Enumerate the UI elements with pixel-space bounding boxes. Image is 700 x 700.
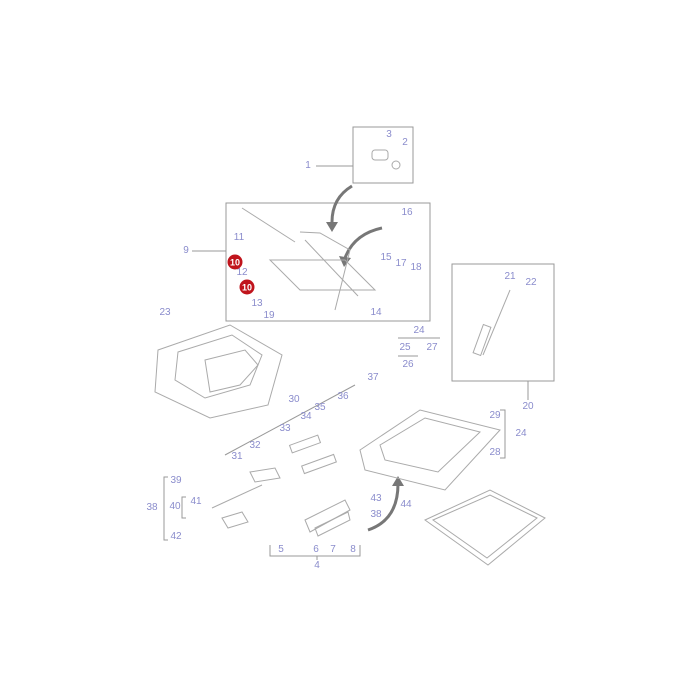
part-label-8[interactable]: 8 — [350, 544, 356, 555]
part-label-23[interactable]: 23 — [159, 307, 171, 318]
part-label-14[interactable]: 14 — [370, 307, 382, 318]
part-label-31[interactable]: 31 — [231, 451, 243, 462]
part-label-42[interactable]: 42 — [170, 531, 182, 542]
part-label-25[interactable]: 25 — [399, 342, 411, 353]
part-label-40[interactable]: 40 — [169, 501, 181, 512]
part-label-3[interactable]: 3 — [386, 129, 392, 140]
part-label-13[interactable]: 13 — [251, 298, 263, 309]
part-label-11[interactable]: 11 — [233, 232, 245, 243]
part-label-44[interactable]: 44 — [400, 499, 412, 510]
part-label-18[interactable]: 18 — [410, 262, 422, 273]
part-label-29[interactable]: 29 — [489, 410, 501, 421]
part-label-12[interactable]: 12 — [236, 267, 248, 278]
part-label-1[interactable]: 1 — [305, 160, 311, 171]
part-label-15[interactable]: 15 — [380, 252, 392, 263]
box-part-20 — [451, 263, 555, 382]
part-label-2[interactable]: 2 — [402, 137, 408, 148]
part-label-6[interactable]: 6 — [313, 544, 319, 555]
part-label-35[interactable]: 35 — [314, 402, 326, 413]
part-label-9[interactable]: 9 — [183, 245, 189, 256]
part-label-22[interactable]: 22 — [525, 277, 537, 288]
part-label-39[interactable]: 39 — [170, 475, 182, 486]
part-label-38[interactable]: 38 — [146, 502, 158, 513]
part-label-26[interactable]: 26 — [402, 359, 414, 370]
part-label-5[interactable]: 5 — [278, 544, 284, 555]
part-label-4[interactable]: 4 — [314, 560, 320, 571]
part-label-16[interactable]: 16 — [401, 207, 413, 218]
part-label-21[interactable]: 21 — [504, 271, 516, 282]
part-label-30[interactable]: 30 — [288, 394, 300, 405]
part-label-19[interactable]: 19 — [263, 310, 275, 321]
part-label-41[interactable]: 41 — [190, 496, 202, 507]
part-label-24[interactable]: 24 — [413, 325, 425, 336]
highlighted-part-badge-10[interactable]: 10 — [227, 254, 243, 270]
highlighted-part-badge-10[interactable]: 10 — [239, 279, 255, 295]
part-label-36[interactable]: 36 — [337, 391, 349, 402]
part-label-7[interactable]: 7 — [330, 544, 336, 555]
part-label-37[interactable]: 37 — [367, 372, 379, 383]
part-label-27[interactable]: 27 — [426, 342, 438, 353]
part-label-34[interactable]: 34 — [300, 411, 312, 422]
box-part-9 — [225, 202, 431, 322]
part-label-33[interactable]: 33 — [279, 423, 291, 434]
part-label-32[interactable]: 32 — [249, 440, 261, 451]
part-label-38[interactable]: 38 — [370, 509, 382, 520]
part-label-20[interactable]: 20 — [522, 401, 534, 412]
part-label-24[interactable]: 24 — [515, 428, 527, 439]
part-label-28[interactable]: 28 — [489, 447, 501, 458]
part-label-17[interactable]: 17 — [395, 258, 407, 269]
part-label-43[interactable]: 43 — [370, 493, 382, 504]
box-part-1 — [352, 126, 414, 184]
